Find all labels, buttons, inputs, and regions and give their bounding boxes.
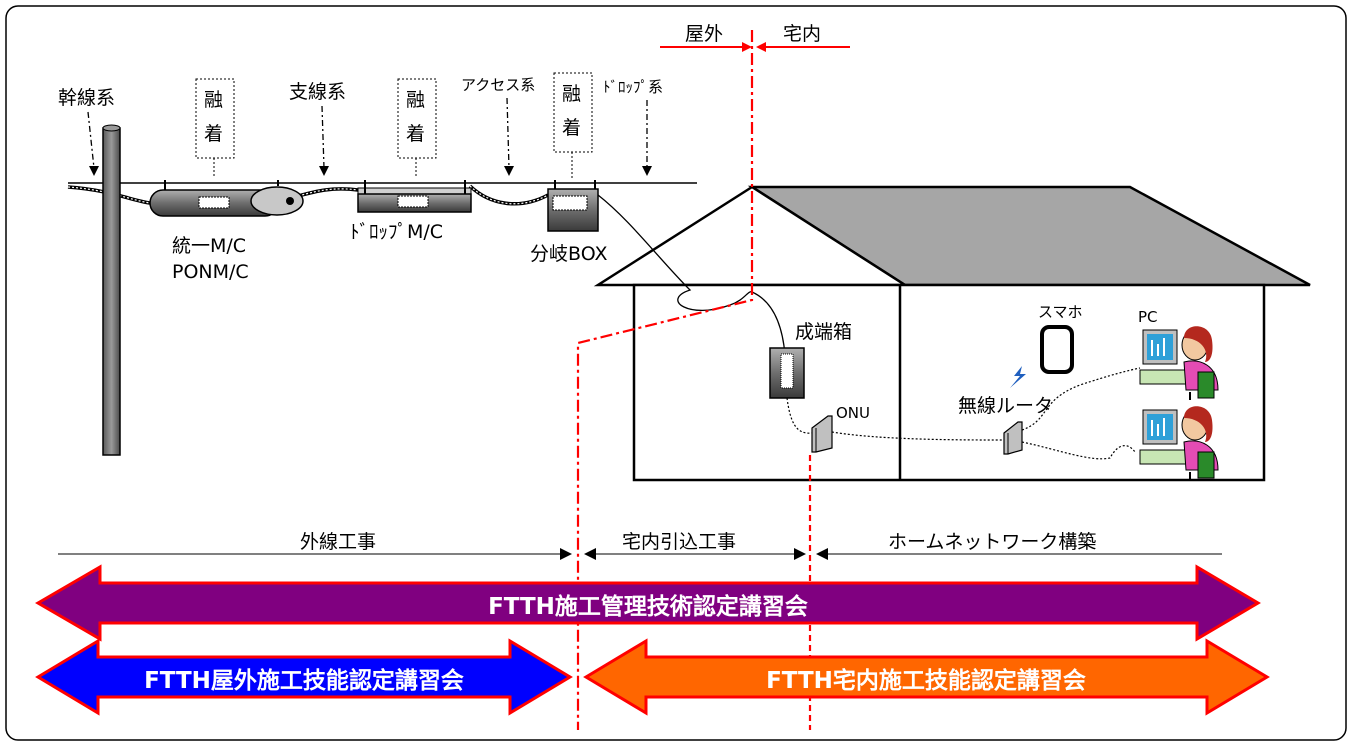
label-branch-box: 分岐BOX	[530, 243, 607, 265]
utility-pole	[102, 127, 121, 456]
segment-drop: ﾄﾞﾛｯﾌﾟ系	[603, 78, 663, 96]
fusion-char-1: 融	[562, 83, 581, 105]
segment-branch: 支線系	[289, 81, 346, 103]
onu-device	[811, 415, 833, 453]
termination-box	[769, 347, 805, 399]
drop-cable	[597, 194, 786, 356]
management-course-arrow	[35, 564, 1261, 642]
pole-top	[102, 124, 121, 132]
label-unified-mc: 統一M/C	[172, 235, 246, 257]
fusion-callout-2: 融 着	[397, 78, 437, 178]
segment-access: アクセス系	[461, 76, 535, 94]
label-termination-box: 成端箱	[795, 321, 852, 343]
indoor-course-label: FTTH宅内施工技能認定講習会	[766, 667, 1086, 694]
fusion-char-2: 着	[406, 123, 425, 145]
label-outdoor-work: 外線工事	[300, 531, 376, 553]
indoor-course-arrow	[583, 638, 1270, 716]
management-course-label: FTTH施工管理技術認定講習会	[488, 593, 808, 620]
zone-arrow-right	[756, 42, 766, 52]
pc-user-icon-1	[1139, 326, 1219, 400]
pc-user-icon-2	[1139, 406, 1219, 480]
work-section-dimension	[58, 548, 1222, 560]
unified-mc-closure	[149, 180, 304, 217]
fusion-char-2: 着	[204, 123, 223, 145]
label-onu: ONU	[836, 404, 870, 422]
zone-inside-label: 宅内	[783, 23, 821, 45]
label-smartphone: スマホ	[1038, 303, 1083, 321]
outer-frame	[5, 5, 1347, 741]
segment-trunk: 幹線系	[58, 87, 115, 109]
house	[593, 185, 1311, 482]
label-pon-mc: PONM/C	[172, 261, 249, 283]
fusion-callout-1: 融 着	[195, 78, 235, 178]
label-wireless-router: 無線ルータ	[958, 395, 1053, 417]
zone-outside-label: 屋外	[685, 23, 723, 45]
fusion-char-1: 融	[204, 89, 223, 111]
smartphone-icon	[1040, 325, 1074, 374]
fusion-char-1: 融	[406, 89, 425, 111]
router-device	[1003, 421, 1023, 455]
label-indoor-dropin-work: 宅内引込工事	[622, 531, 736, 553]
outdoor-course-arrow	[35, 638, 573, 716]
zone-arrow-left	[742, 42, 752, 52]
drop-mc-closure	[357, 180, 472, 213]
fusion-callout-3: 融 着	[553, 72, 593, 178]
fusion-char-2: 着	[562, 117, 581, 139]
branch-box	[547, 180, 599, 232]
label-drop-mc: ﾄﾞﾛｯﾌﾟM/C	[350, 221, 443, 243]
label-pc: PC	[1138, 308, 1158, 326]
segment-pointers	[87, 97, 648, 169]
segment-pointer-heads	[89, 166, 652, 176]
label-home-network: ホームネットワーク構築	[888, 531, 1096, 553]
outdoor-course-label: FTTH屋外施工技能認定講習会	[144, 667, 464, 694]
